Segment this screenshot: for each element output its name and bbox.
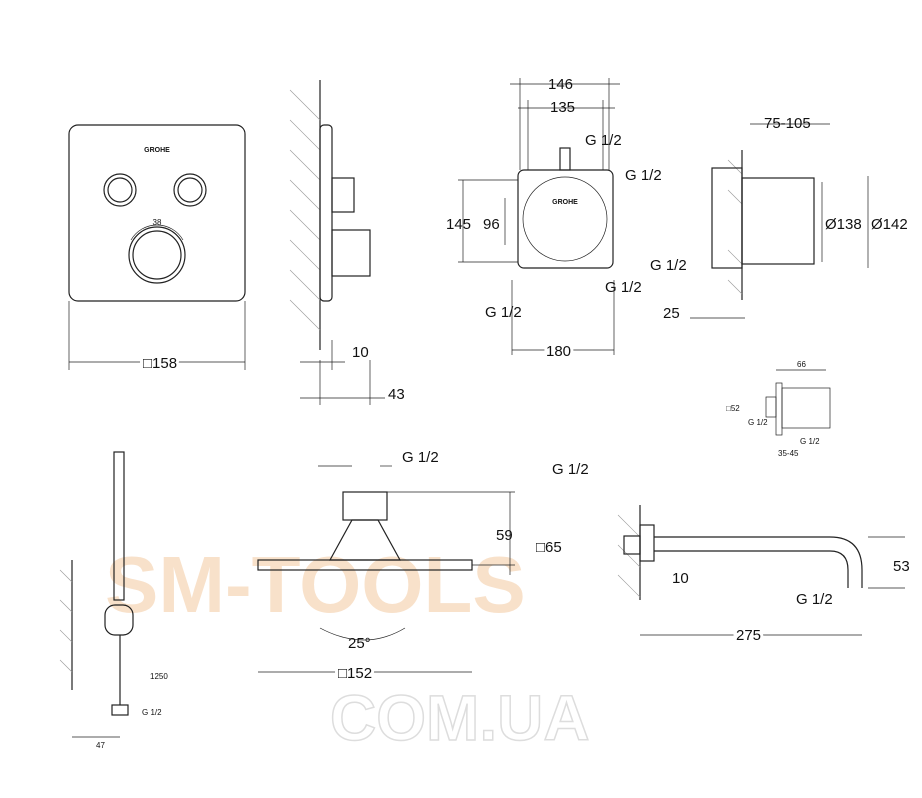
box-inner-width: 135 <box>550 99 575 116</box>
outlet-length: 66 <box>797 360 806 369</box>
box-height-outer: 145 <box>446 216 471 233</box>
outlet-thread-bottom: G 1/2 <box>800 437 820 446</box>
box-dia-inner: Ø138 <box>825 216 862 233</box>
head-thread: G 1/2 <box>402 449 439 466</box>
box-side-offset: 25 <box>663 305 680 322</box>
box-side-thread: G 1/2 <box>650 257 687 274</box>
box-side-view: 75-105 Ø138 Ø142 G 1/2 25 <box>650 115 908 322</box>
arm-thread-top: G 1/2 <box>552 461 589 478</box>
head-height: 59 <box>496 527 513 544</box>
watermark-line1: SM-TOOLS <box>105 540 526 629</box>
box-thread-top: G 1/2 <box>585 132 622 149</box>
box-depth-range: 75-105 <box>764 115 811 132</box>
box-dia-outer: Ø142 <box>871 216 908 233</box>
box-bottom-width: 180 <box>546 343 571 360</box>
box-height-inner: 96 <box>483 216 500 233</box>
front-view: GROHE 38 □158 <box>68 124 246 375</box>
hand-shower-thread: G 1/2 <box>142 708 162 717</box>
outlet-depth-range: 35-45 <box>778 449 799 458</box>
shower-arm-view: G 1/2 □65 10 53 G 1/2 275 <box>536 461 910 647</box>
outlet-size: □52 <box>726 404 740 413</box>
arm-offset: 10 <box>672 570 689 587</box>
side-depth-b: 43 <box>388 386 405 403</box>
arm-thread-bottom: G 1/2 <box>796 591 833 608</box>
box-front-view: GROHE 146 135 G 1/2 G 1/2 145 96 G 1/2 G… <box>446 76 662 363</box>
head-angle: 25° <box>348 635 371 652</box>
hand-shower-view: 1250 G 1/2 47 <box>59 451 168 750</box>
ring-mark: 38 <box>153 218 162 227</box>
arm-flange: □65 <box>536 539 562 556</box>
box-grohe-logo: GROHE <box>552 199 578 206</box>
side-depth-a: 10 <box>352 344 369 361</box>
outlet-thread-side: G 1/2 <box>748 418 768 427</box>
grohe-logo: GROHE <box>144 147 170 154</box>
box-outer-width: 146 <box>548 76 573 93</box>
watermark-line2: COM.UA <box>330 682 590 754</box>
arm-length: 275 <box>736 627 761 644</box>
head-shower-view: G 1/2 59 25° □152 <box>257 449 515 685</box>
hand-shower-offset: 47 <box>96 741 105 750</box>
side-view: 10 43 <box>289 80 405 405</box>
box-thread-bottom-right: G 1/2 <box>605 279 642 296</box>
plate-width-label: □158 <box>143 355 177 372</box>
arm-drop: 53 <box>893 558 910 575</box>
box-thread-right: G 1/2 <box>625 167 662 184</box>
hose-length: 1250 <box>150 672 168 681</box>
wall-outlet-view: 66 □52 G 1/2 G 1/2 35-45 <box>726 360 831 458</box>
head-size: □152 <box>338 665 372 682</box>
box-thread-bottom-left: G 1/2 <box>485 304 522 321</box>
